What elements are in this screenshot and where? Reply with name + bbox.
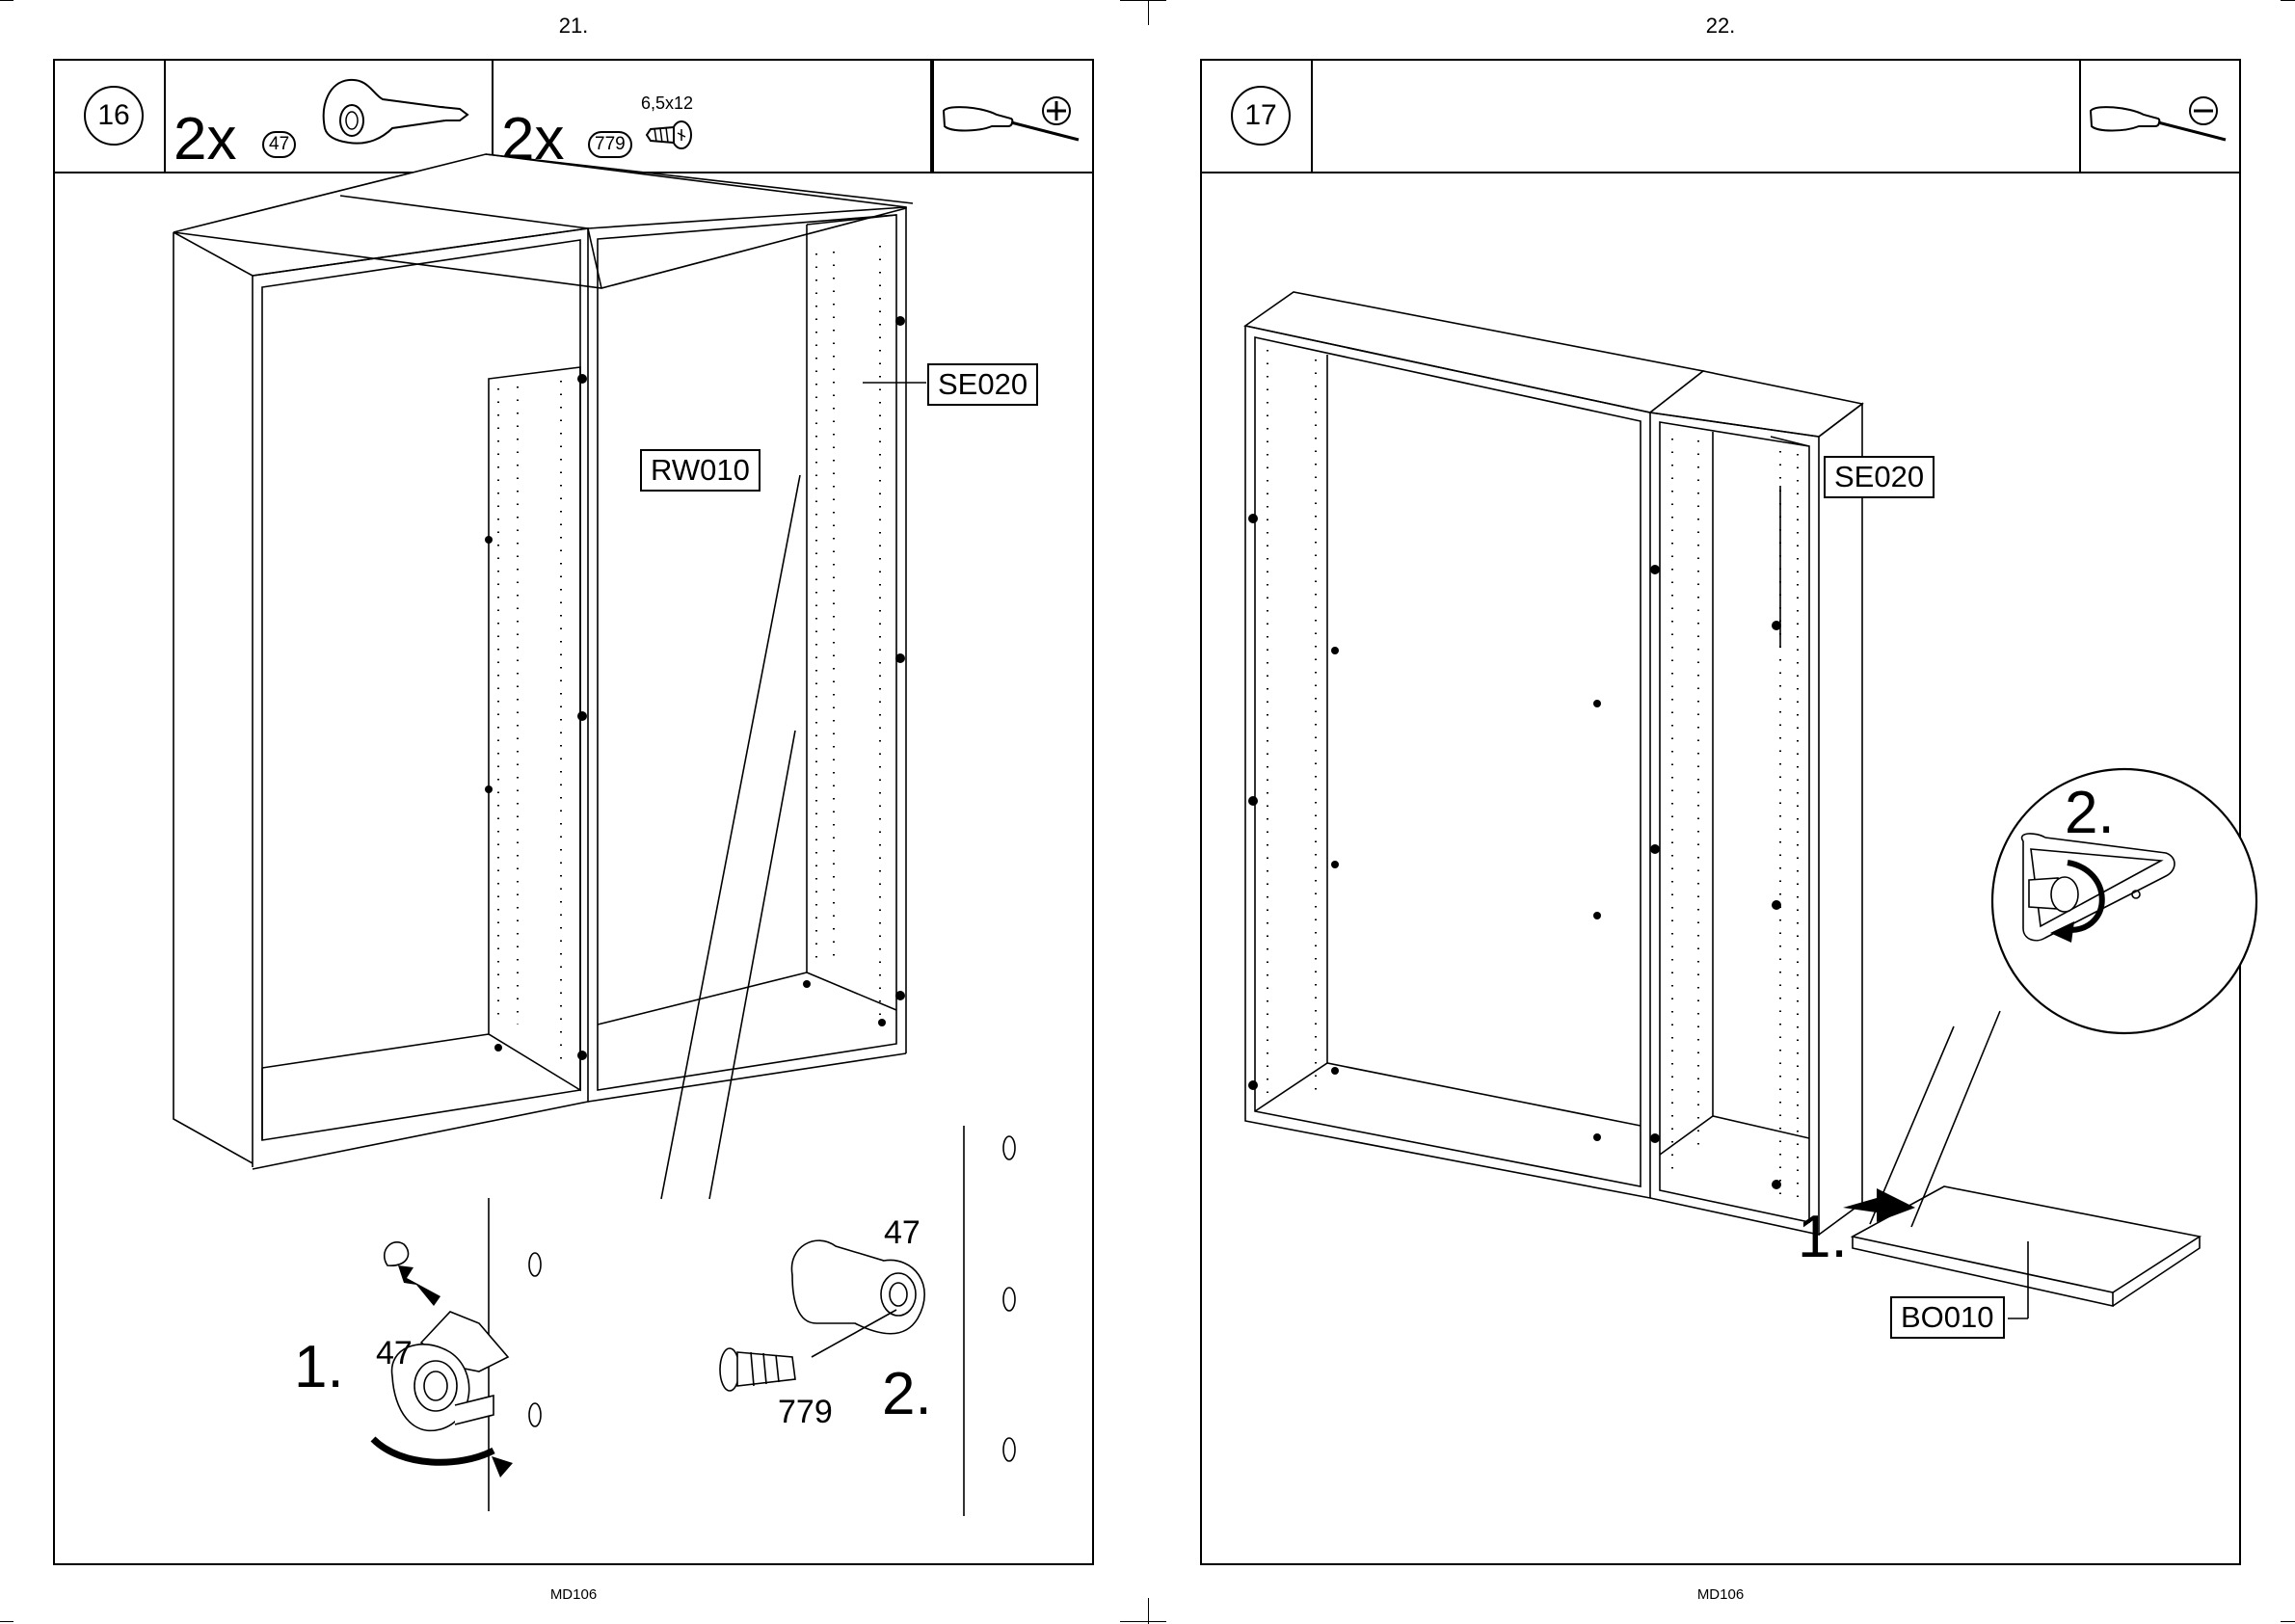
crop-mark bbox=[1120, 0, 1166, 1]
instruction-panel-step-16: 16 2x 47 2x 779 6,5x12 bbox=[53, 59, 1094, 1565]
page-footer: MD106 bbox=[525, 1586, 622, 1603]
crop-mark bbox=[2281, 1621, 2295, 1622]
part-label-bo010: BO010 bbox=[1890, 1296, 2005, 1339]
part-label-se020: SE020 bbox=[1824, 456, 1935, 498]
part-label-se020: SE020 bbox=[927, 363, 1038, 406]
crop-mark bbox=[0, 1621, 13, 1622]
crop-mark bbox=[1148, 1598, 1149, 1624]
part-label-rw010: RW010 bbox=[640, 449, 761, 492]
detail-step-2: 2. bbox=[882, 1360, 932, 1428]
crop-mark bbox=[1120, 1621, 1166, 1622]
page-footer: MD106 bbox=[1672, 1586, 1769, 1603]
crop-mark bbox=[0, 0, 13, 1]
detail-part-47: 47 bbox=[884, 1214, 921, 1252]
page-number: 22. bbox=[1672, 13, 1769, 39]
page-number: 21. bbox=[525, 13, 622, 39]
crop-mark bbox=[2281, 0, 2295, 1]
crop-mark bbox=[1148, 0, 1149, 25]
instruction-panel-step-17: 17 bbox=[1200, 59, 2241, 1565]
detail-step-1: 1. bbox=[294, 1333, 344, 1401]
detail-step-2: 2. bbox=[2065, 779, 2115, 847]
wardrobe-assembly-drawing bbox=[55, 61, 1092, 1563]
detail-part-47: 47 bbox=[376, 1335, 413, 1372]
detail-part-779: 779 bbox=[778, 1394, 833, 1431]
detail-step-1: 1. bbox=[1798, 1203, 1848, 1271]
